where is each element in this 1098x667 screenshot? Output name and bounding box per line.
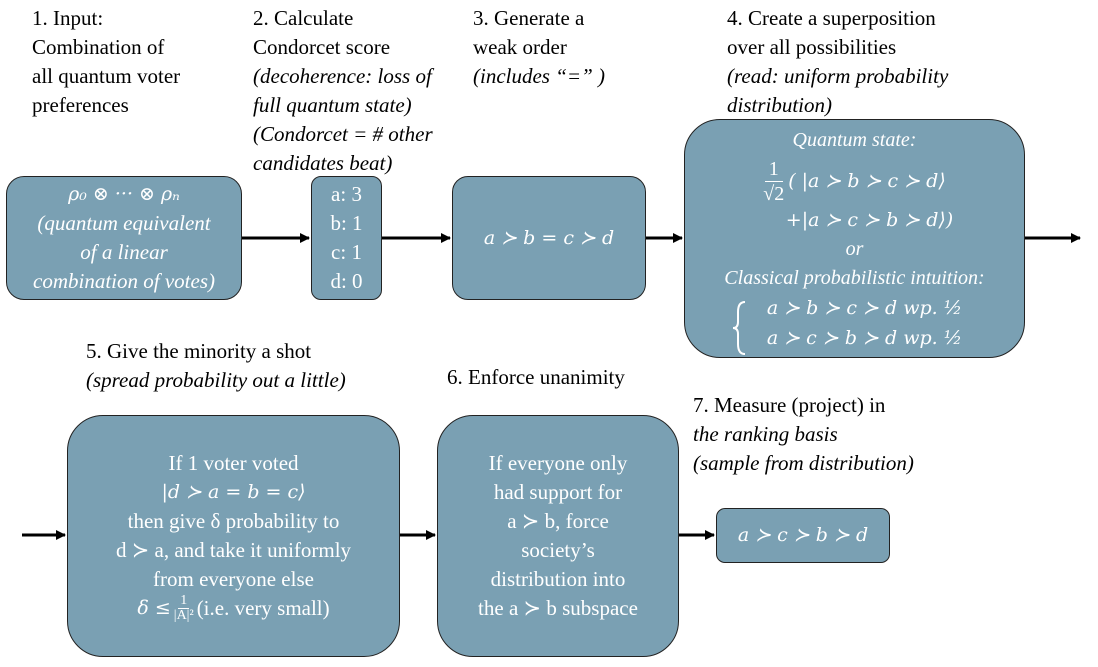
step5-minority-box: If 1 voter voted |d ≻ a = b = c⟩ then gi…: [67, 415, 400, 657]
cases-brace-icon: [732, 301, 746, 355]
step5-label: 5. Give the minority a shot (spread prob…: [86, 339, 346, 392]
score-c: c: 1: [331, 240, 362, 264]
step6-unanimity-box: If everyone only had support for a ≻ b, …: [437, 415, 679, 657]
step3-label: 3. Generate a weak order (includes “=” ): [473, 6, 605, 88]
step6-label: 6. Enforce unanimity: [447, 365, 625, 389]
score-a: a: 3: [331, 182, 362, 206]
score-d: d: 0: [330, 269, 363, 293]
one-over-A-squared: 1 |A|²: [173, 593, 194, 623]
delta-bound-line: δ ≤ 1 |A|² (i.e. very small): [137, 593, 330, 623]
step7-result-box: a ≻ c ≻ b ≻ d: [716, 508, 890, 563]
quantum-state-line1: 1 √2 ( |a ≻ b ≻ c ≻ d⟩: [763, 158, 946, 205]
step7-label: 7. Measure (project) in the ranking basi…: [693, 393, 914, 475]
step2-label: 2. Calculate Condorcet score (decoherenc…: [253, 6, 433, 175]
step4-label: 4. Create a superposition over all possi…: [727, 6, 949, 117]
tensor-product-formula: ρ₀ ⊗ ··· ⊗ ρₙ: [68, 183, 180, 205]
score-b: b: 1: [330, 211, 363, 235]
one-over-root-two: 1 √2: [763, 158, 785, 205]
step1-label: 1. Input: Combination of all quantum vot…: [32, 6, 181, 117]
step2-scores-box: a: 3 b: 1 c: 1 d: 0: [311, 176, 382, 300]
case1-line: a ≻ b ≻ c ≻ d wp. ½: [766, 297, 963, 319]
step3-weak-order-box: a ≻ b = c ≻ d: [452, 176, 646, 300]
step1-box: ρ₀ ⊗ ··· ⊗ ρₙ (quantum equivalent of a l…: [6, 176, 242, 300]
step4-superposition-box: Quantum state: 1 √2 ( |a ≻ b ≻ c ≻ d⟩ +|…: [684, 119, 1025, 358]
case2-line: a ≻ c ≻ b ≻ d wp. ½: [766, 327, 963, 349]
